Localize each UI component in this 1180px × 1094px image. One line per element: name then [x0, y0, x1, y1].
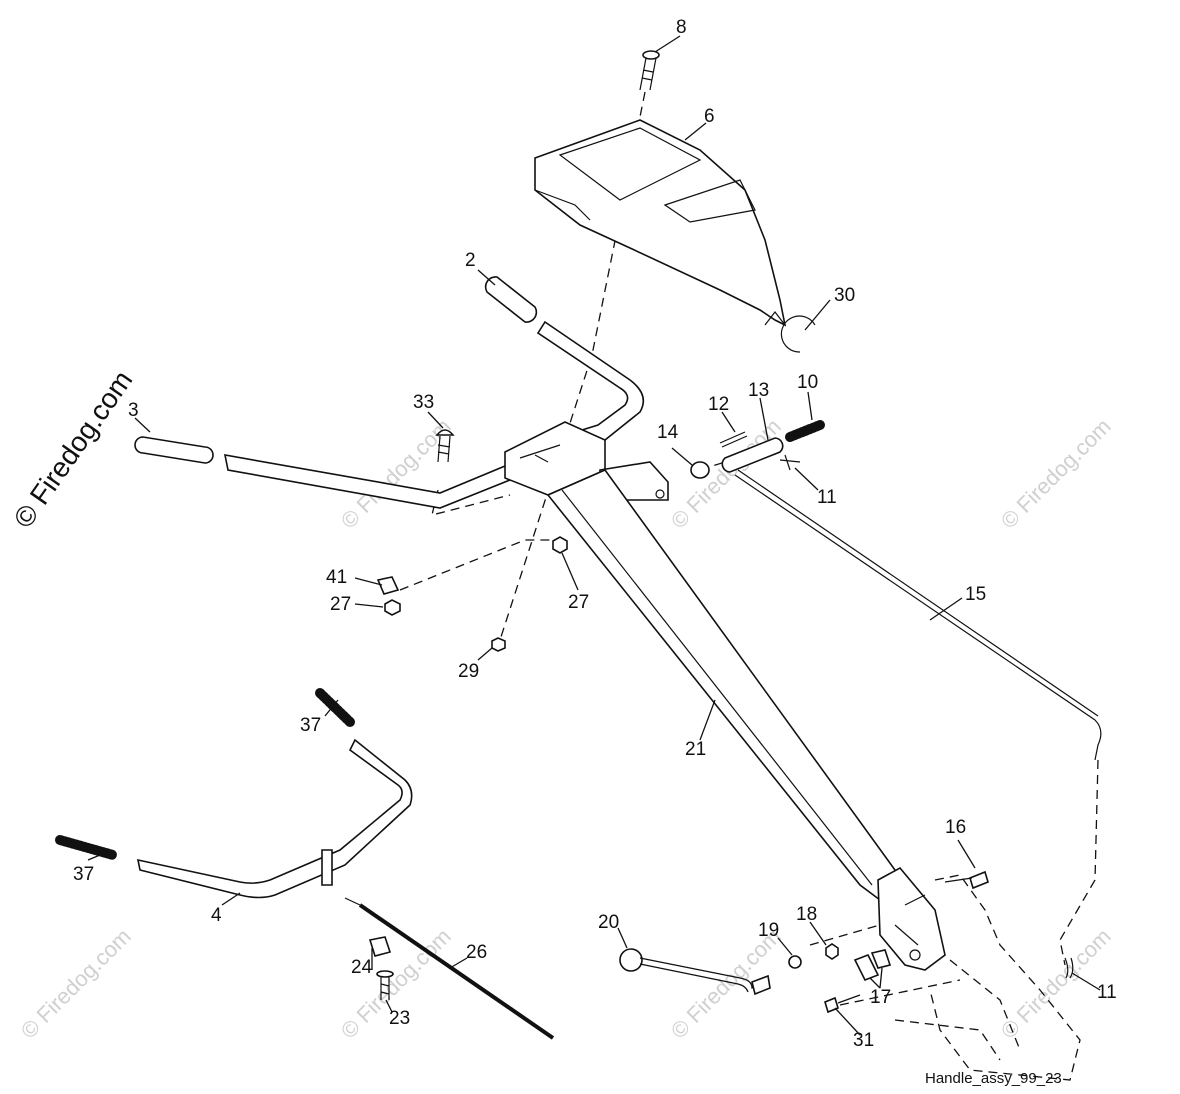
part-label-19: 19	[758, 920, 779, 941]
part-label-6: 6	[704, 106, 715, 127]
part-label-24: 24	[351, 957, 373, 978]
part-label-27: 27	[568, 592, 589, 613]
part-label-18: 18	[796, 904, 817, 925]
part-labels: 8 6 2 30 3 33 12 13 10 14 11 41 27 27 15…	[73, 17, 1117, 1051]
bail-handle-4	[55, 688, 413, 899]
part-label-12: 12	[708, 394, 729, 415]
part-label-13: 13	[748, 380, 769, 401]
part-label-11: 11	[817, 487, 837, 508]
part-label-41: 41	[326, 567, 347, 588]
part-label-11: 11	[1097, 982, 1117, 1003]
watermark: © Firedog.com	[996, 414, 1116, 534]
grip-sleeve-2	[484, 276, 538, 323]
screw-8	[639, 50, 660, 91]
shift-pivot	[690, 420, 825, 479]
leader-lines	[87, 35, 1101, 1036]
watermark: © Firedog.com	[336, 414, 456, 534]
part-label-23: 23	[389, 1008, 410, 1029]
clip-30	[780, 315, 816, 353]
watermark: © Firedog.com	[666, 414, 786, 534]
part-label-17: 17	[870, 987, 891, 1008]
part-label-33: 33	[413, 392, 434, 413]
lever-20	[619, 948, 771, 996]
part-label-29: 29	[458, 661, 479, 682]
part-label-4: 4	[211, 905, 222, 926]
part-label-14: 14	[657, 422, 679, 443]
part-label-30: 30	[834, 285, 855, 306]
part-label-37: 37	[300, 715, 321, 736]
lower-bracket	[877, 866, 946, 971]
part-label-26: 26	[466, 942, 487, 963]
part-label-20: 20	[598, 912, 619, 933]
housing-outline	[894, 874, 1081, 1081]
part-label-15: 15	[965, 584, 986, 605]
part-label-31: 31	[853, 1030, 874, 1051]
small-hardware	[376, 536, 568, 652]
cable-26	[344, 897, 555, 1040]
diagram-caption: Handle_assy_99_23	[925, 1070, 1062, 1087]
part-label-27: 27	[330, 594, 351, 615]
part-label-10: 10	[797, 372, 818, 393]
part-label-37: 37	[73, 864, 94, 885]
watermark: © Firedog.com	[16, 924, 136, 1044]
shift-rod-15	[734, 469, 1102, 761]
watermark-main: © Firedog.com	[8, 365, 139, 534]
part-label-16: 16	[945, 817, 966, 838]
carriage-bolt-33	[435, 429, 455, 463]
main-tube-21	[546, 469, 901, 902]
console-cover	[534, 119, 787, 327]
part-label-21: 21	[685, 739, 706, 760]
part-label-2: 2	[465, 250, 476, 271]
part-label-8: 8	[676, 17, 687, 38]
part-label-3: 3	[128, 400, 139, 421]
